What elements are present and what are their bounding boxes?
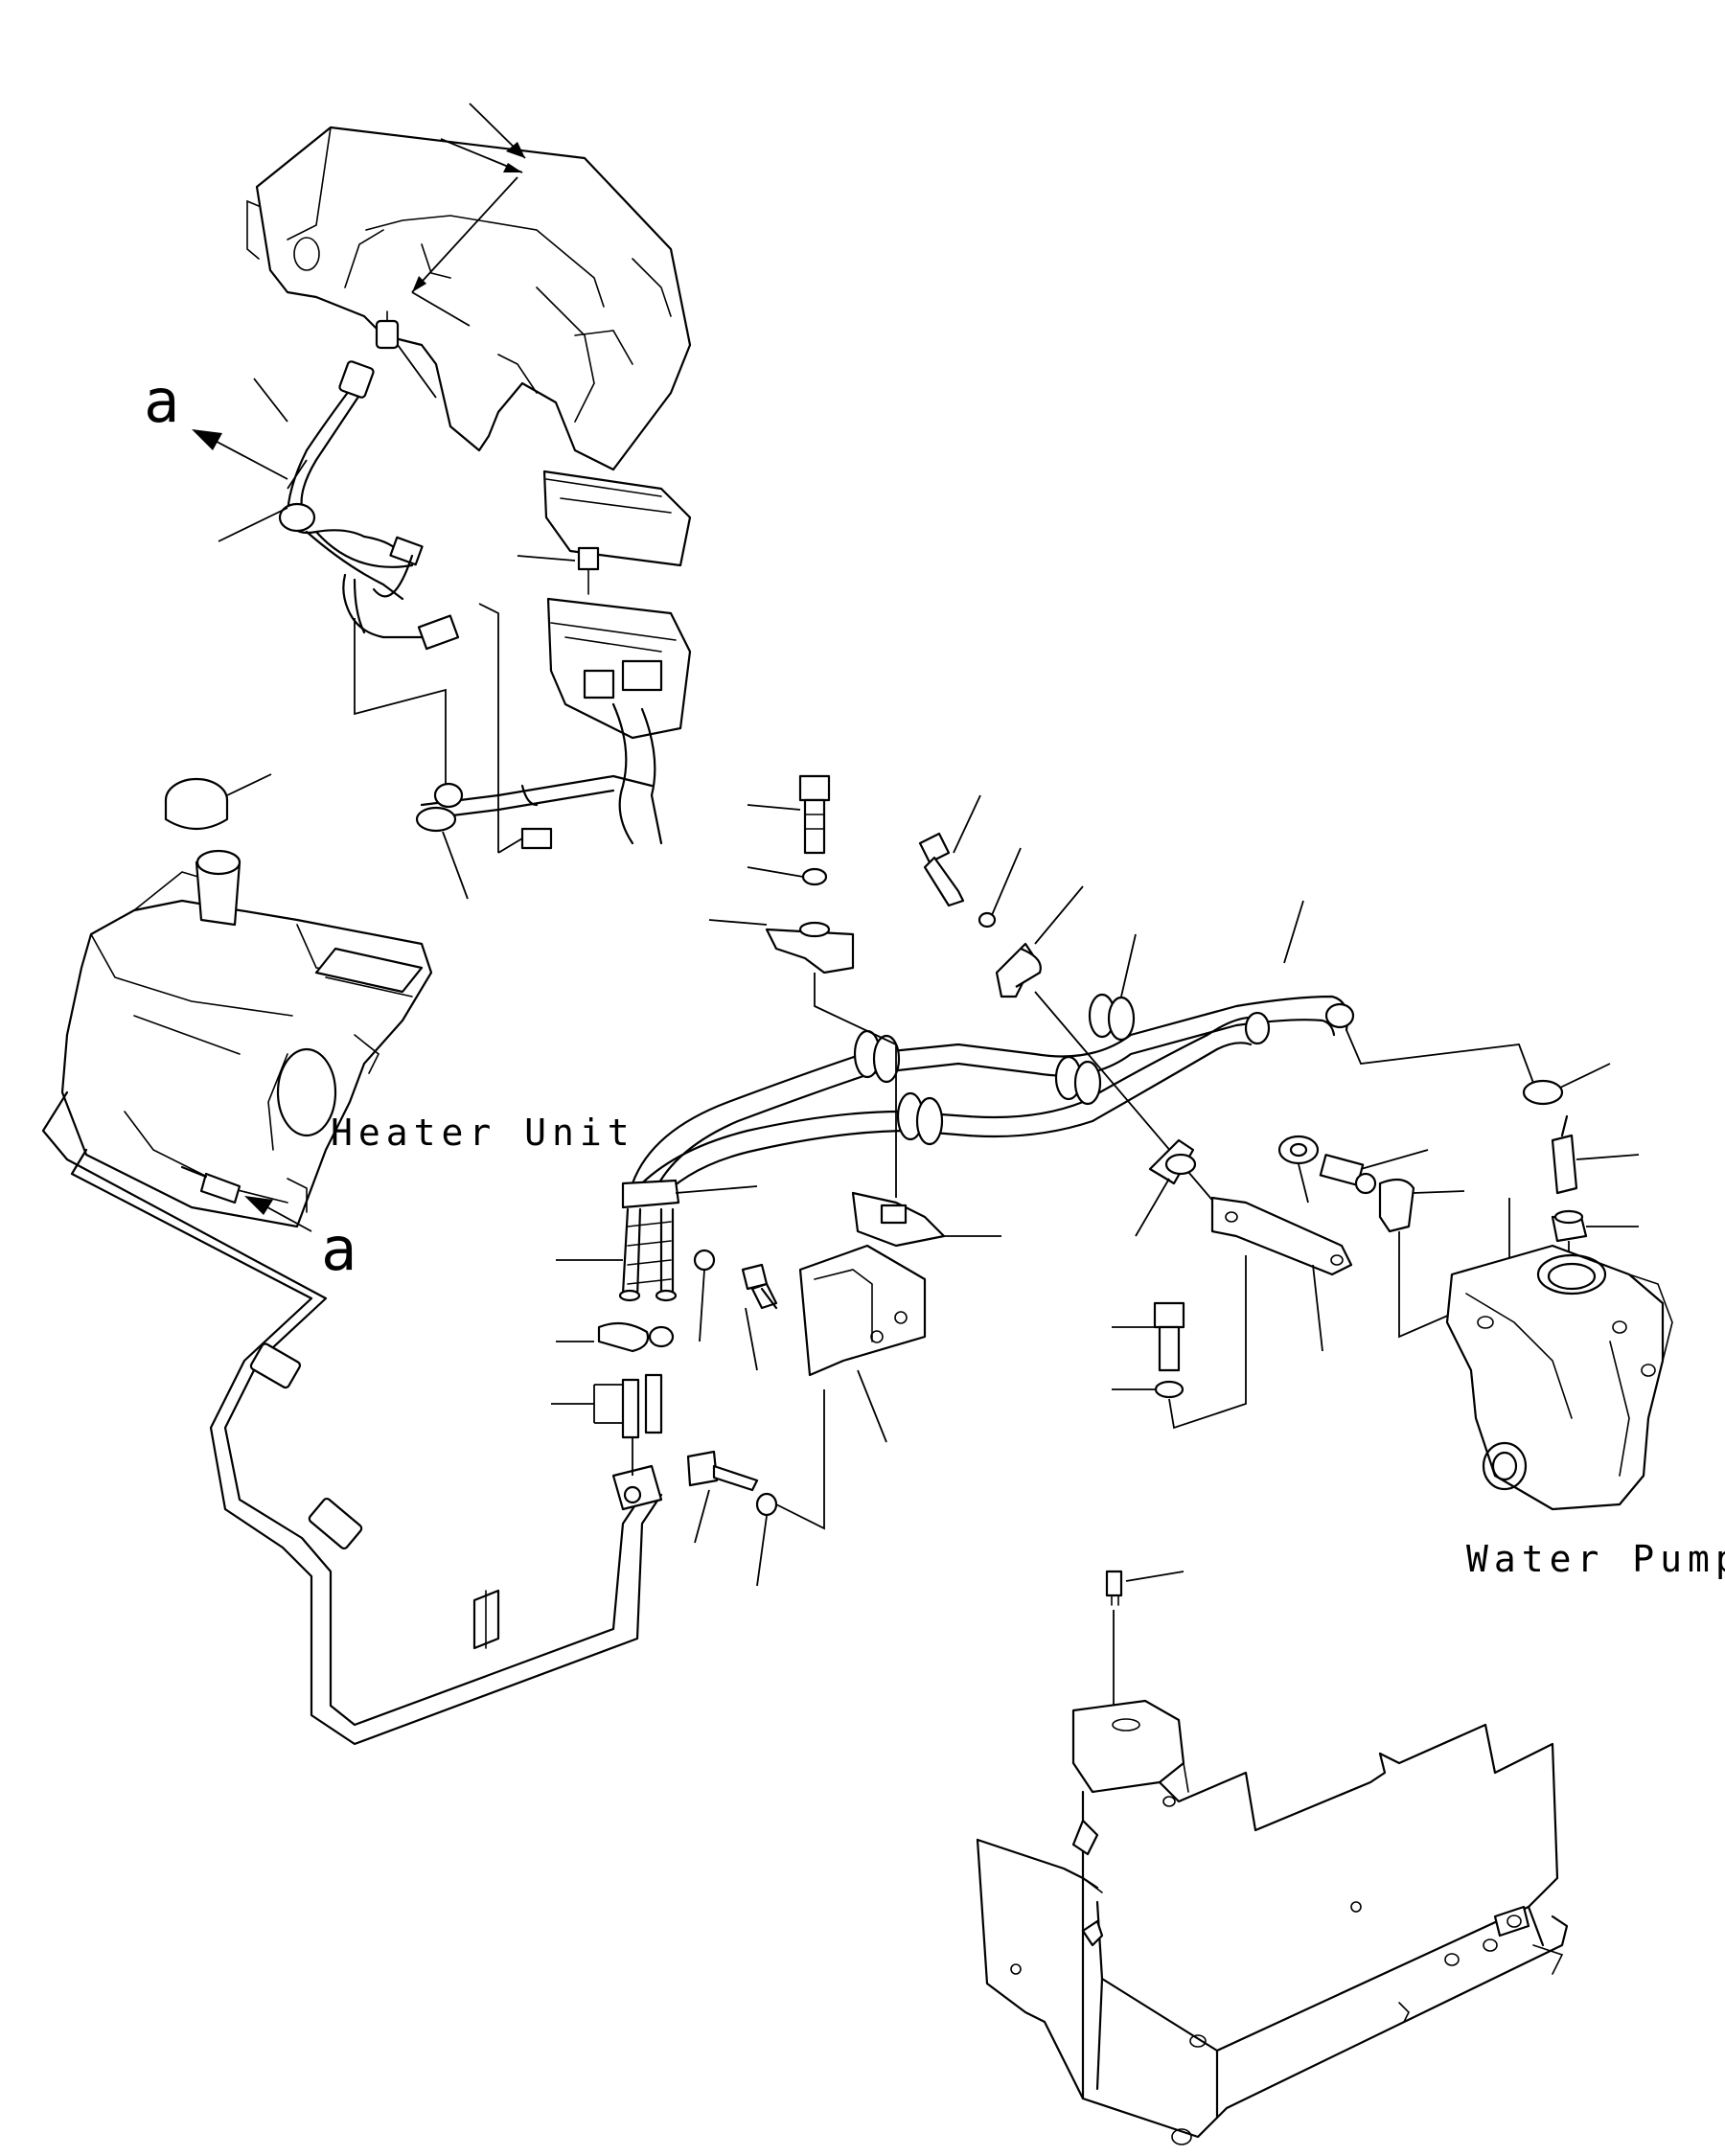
upper-right-fasteners — [918, 794, 1304, 1218]
heater-pipes — [41, 1090, 663, 1746]
view-a-arrow-top: a — [144, 366, 288, 542]
bolt-bracket-upper — [708, 774, 897, 1198]
cap-part — [164, 773, 272, 830]
water-pump-label: Water Pump — [1466, 1538, 1725, 1580]
harness-lower — [354, 603, 654, 900]
right-bracket — [1112, 1196, 1353, 1430]
hose-assembly — [618, 993, 1355, 1302]
view-a-arrow-bottom: a — [180, 1165, 356, 1284]
heater-unit: Heater Unit — [60, 849, 635, 1228]
bracket-lower — [798, 1191, 1001, 1443]
right-fittings — [1135, 1029, 1640, 1339]
wiring-harness — [278, 360, 460, 651]
frame-tray — [976, 1699, 1569, 2145]
view-a-label-top: a — [144, 366, 179, 436]
view-a-label-bottom: a — [321, 1214, 356, 1284]
switch-part — [375, 310, 437, 399]
water-pump: Water Pump — [1445, 1244, 1725, 1580]
left-fasteners — [551, 1259, 675, 1476]
center-fasteners — [686, 1249, 825, 1587]
fuse-part — [1105, 1570, 1184, 1720]
heater-unit-label: Heater Unit — [331, 1112, 635, 1154]
relay-box — [517, 470, 692, 845]
dashboard-panel — [246, 103, 692, 471]
